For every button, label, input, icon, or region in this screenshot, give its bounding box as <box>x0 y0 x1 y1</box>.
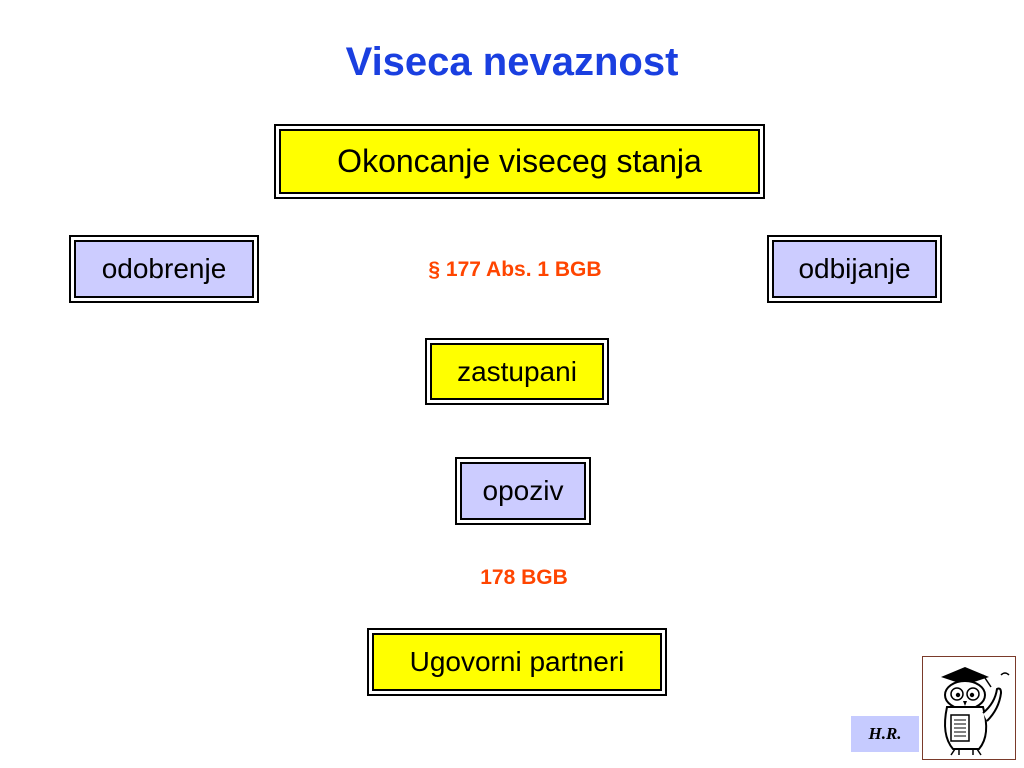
okoncanje-box: Okoncanje viseceg stanja <box>274 124 765 199</box>
owl-logo <box>922 656 1016 760</box>
reference-177-bgb: § 177 Abs. 1 BGB <box>428 258 602 281</box>
zastupani-box: zastupani <box>425 338 609 405</box>
ugovorni-partneri-box: Ugovorni partneri <box>367 628 667 696</box>
odbijanje-box: odbijanje <box>767 235 942 303</box>
slide-title: Viseca nevaznost <box>345 40 679 84</box>
odobrenje-label: odobrenje <box>74 240 254 298</box>
opoziv-box: opoziv <box>455 457 591 525</box>
odbijanje-label: odbijanje <box>772 240 937 298</box>
author-initials: H.R. <box>851 716 919 752</box>
ugovorni-partneri-label: Ugovorni partneri <box>372 633 662 691</box>
odobrenje-box: odobrenje <box>69 235 259 303</box>
zastupani-label: zastupani <box>430 343 604 400</box>
reference-178-bgb: 178 BGB <box>480 566 568 589</box>
okoncanje-label: Okoncanje viseceg stanja <box>279 129 760 194</box>
opoziv-label: opoziv <box>460 462 586 520</box>
owl-professor-icon <box>941 667 1010 756</box>
